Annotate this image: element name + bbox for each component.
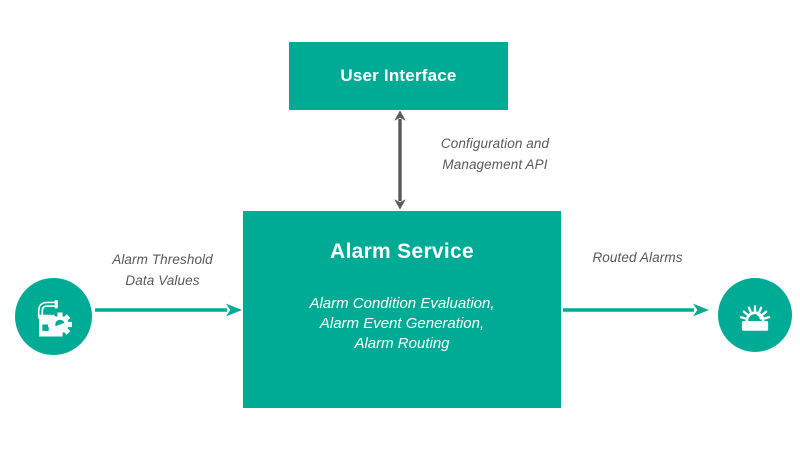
threshold-input-label-line2: Data Values [125, 273, 200, 288]
routed-alarms-label: Routed Alarms [560, 247, 715, 268]
config-api-bidirectional-arrow [394, 110, 406, 210]
alarm-service-node: Alarm Service Alarm Condition Evaluation… [243, 211, 561, 408]
user-interface-node: User Interface [289, 42, 508, 110]
threshold-input-arrow [95, 303, 242, 317]
config-api-label-line1: Configuration and [440, 136, 550, 151]
alarm-service-function-2: Alarm Event Generation, [319, 315, 485, 332]
routed-alarms-label-text: Routed Alarms [592, 250, 683, 265]
data-source-node [15, 278, 92, 355]
user-interface-title: User Interface [340, 66, 457, 85]
routed-alarms-arrow [563, 303, 709, 317]
threshold-input-label: Alarm Threshold Data Values [80, 249, 245, 291]
machine-gear-icon [37, 299, 72, 336]
alarm-service-title: Alarm Service [330, 240, 474, 263]
alarm-output-node [718, 278, 792, 352]
alarm-service-function-1: Alarm Condition Evaluation, [309, 295, 495, 312]
alarm-service-functions: Alarm Condition Evaluation, Alarm Event … [309, 294, 494, 354]
config-api-label-line2: Management API [442, 157, 548, 172]
config-api-label: Configuration and Management API [405, 133, 585, 175]
alarm-siren-icon [739, 305, 771, 331]
alarm-service-function-3: Alarm Routing [354, 335, 450, 352]
threshold-input-label-line1: Alarm Threshold [112, 252, 213, 267]
